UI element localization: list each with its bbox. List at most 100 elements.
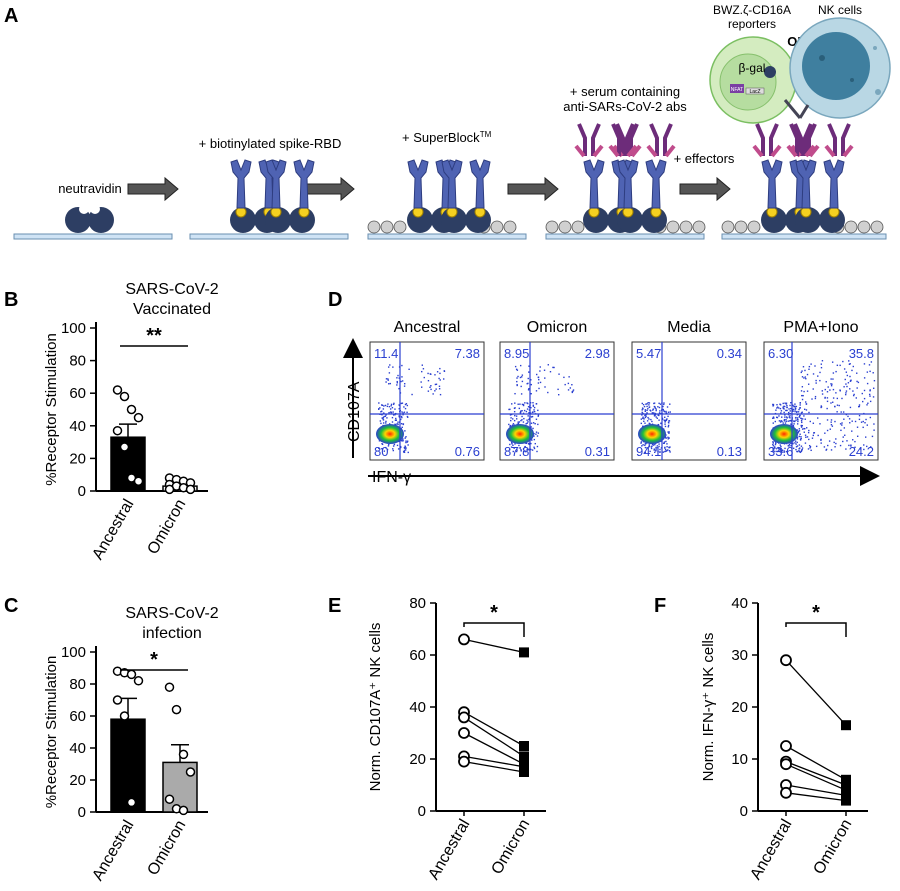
y-tick-label: 30 — [731, 647, 748, 664]
event-dot — [826, 391, 829, 393]
event-dot — [657, 424, 659, 426]
event-dot — [537, 414, 540, 416]
event-dot — [382, 448, 384, 450]
data-point — [126, 669, 137, 680]
event-dot — [786, 404, 788, 407]
event-dot — [832, 397, 835, 399]
chart-b: SARS-CoV-2Vaccinated020406080100%Recepto… — [43, 281, 219, 563]
event-dot — [537, 409, 539, 412]
event-dot — [659, 448, 661, 451]
event-dot — [667, 431, 669, 433]
event-dot — [851, 430, 853, 432]
event-dot — [794, 410, 796, 413]
event-dot — [520, 410, 522, 412]
event-dot — [783, 411, 785, 414]
event-dot — [517, 422, 520, 425]
omicron-point — [519, 647, 529, 658]
event-dot — [645, 414, 647, 416]
event-dot — [814, 365, 816, 367]
event-dot — [385, 378, 388, 380]
event-dot — [655, 416, 657, 418]
y-tick-label: 0 — [78, 483, 86, 500]
event-dot — [782, 422, 784, 424]
event-dot — [558, 373, 560, 375]
event-dot — [800, 436, 802, 438]
event-dot — [776, 407, 778, 409]
significance-label: * — [490, 602, 498, 624]
event-dot — [668, 437, 670, 439]
event-dot — [655, 409, 657, 412]
event-dot — [772, 448, 774, 450]
antibody-shape — [649, 123, 673, 156]
pair-line — [785, 659, 847, 726]
event-dot — [826, 419, 829, 421]
event-dot — [396, 380, 398, 383]
event-dot — [790, 442, 792, 445]
quadrant-ul-value: 8.95 — [504, 346, 529, 361]
chart-title-line: infection — [142, 625, 202, 642]
omicron-point — [841, 720, 851, 731]
event-dot — [397, 421, 399, 423]
event-dot — [527, 377, 529, 380]
event-dot — [866, 382, 869, 385]
event-dot — [869, 400, 872, 403]
event-dot — [572, 389, 575, 391]
event-dot — [856, 426, 859, 428]
event-dot — [817, 434, 819, 437]
event-dot — [777, 450, 779, 453]
event-dot — [406, 440, 409, 442]
event-dot — [805, 409, 808, 411]
event-dot — [518, 444, 520, 447]
ancestral-point — [458, 711, 470, 724]
event-dot — [782, 406, 784, 408]
event-dot — [789, 404, 791, 407]
event-dot — [778, 450, 780, 452]
event-dot — [785, 418, 787, 421]
event-dot — [774, 420, 777, 423]
superblock-bead — [545, 220, 559, 234]
event-dot — [826, 407, 828, 410]
event-dot — [401, 364, 403, 367]
event-dot — [798, 435, 801, 438]
event-dot — [776, 406, 779, 408]
event-dot — [646, 420, 649, 422]
event-dot — [644, 446, 647, 449]
event-dot — [792, 442, 794, 445]
event-dot — [772, 417, 774, 419]
event-dot — [871, 435, 874, 438]
event-dot — [438, 385, 441, 387]
event-dot — [801, 394, 803, 397]
event-dot — [641, 445, 643, 447]
event-dot — [381, 404, 383, 406]
flow-plot-title: Ancestral — [394, 319, 461, 336]
event-dot — [514, 414, 516, 417]
data-point — [164, 682, 175, 692]
bgal-label: β-gal — [739, 61, 766, 75]
data-point — [178, 749, 189, 760]
event-dot — [522, 448, 525, 450]
antibody-shape — [646, 144, 676, 158]
event-dot — [808, 365, 811, 368]
flow-plot-title: Omicron — [527, 319, 587, 336]
y-tick-label: 0 — [78, 804, 86, 821]
event-dot — [384, 446, 387, 449]
event-dot — [868, 364, 871, 366]
event-dot — [378, 402, 380, 404]
event-dot — [872, 372, 874, 374]
event-dot — [511, 403, 513, 405]
reporter-label-1: BWZ.ζ-CD16A — [713, 3, 791, 17]
event-dot — [831, 383, 833, 385]
ancestral-point — [458, 633, 470, 646]
event-dot — [787, 411, 790, 414]
antibody-shape — [574, 144, 604, 158]
event-dot — [843, 427, 846, 429]
event-dot — [663, 441, 666, 443]
event-dot — [850, 445, 852, 447]
event-dot — [804, 427, 806, 430]
event-dot — [522, 421, 525, 423]
event-dot — [847, 382, 850, 384]
event-dot — [427, 372, 429, 375]
event-dot — [669, 411, 671, 413]
omicron-point — [841, 774, 851, 785]
